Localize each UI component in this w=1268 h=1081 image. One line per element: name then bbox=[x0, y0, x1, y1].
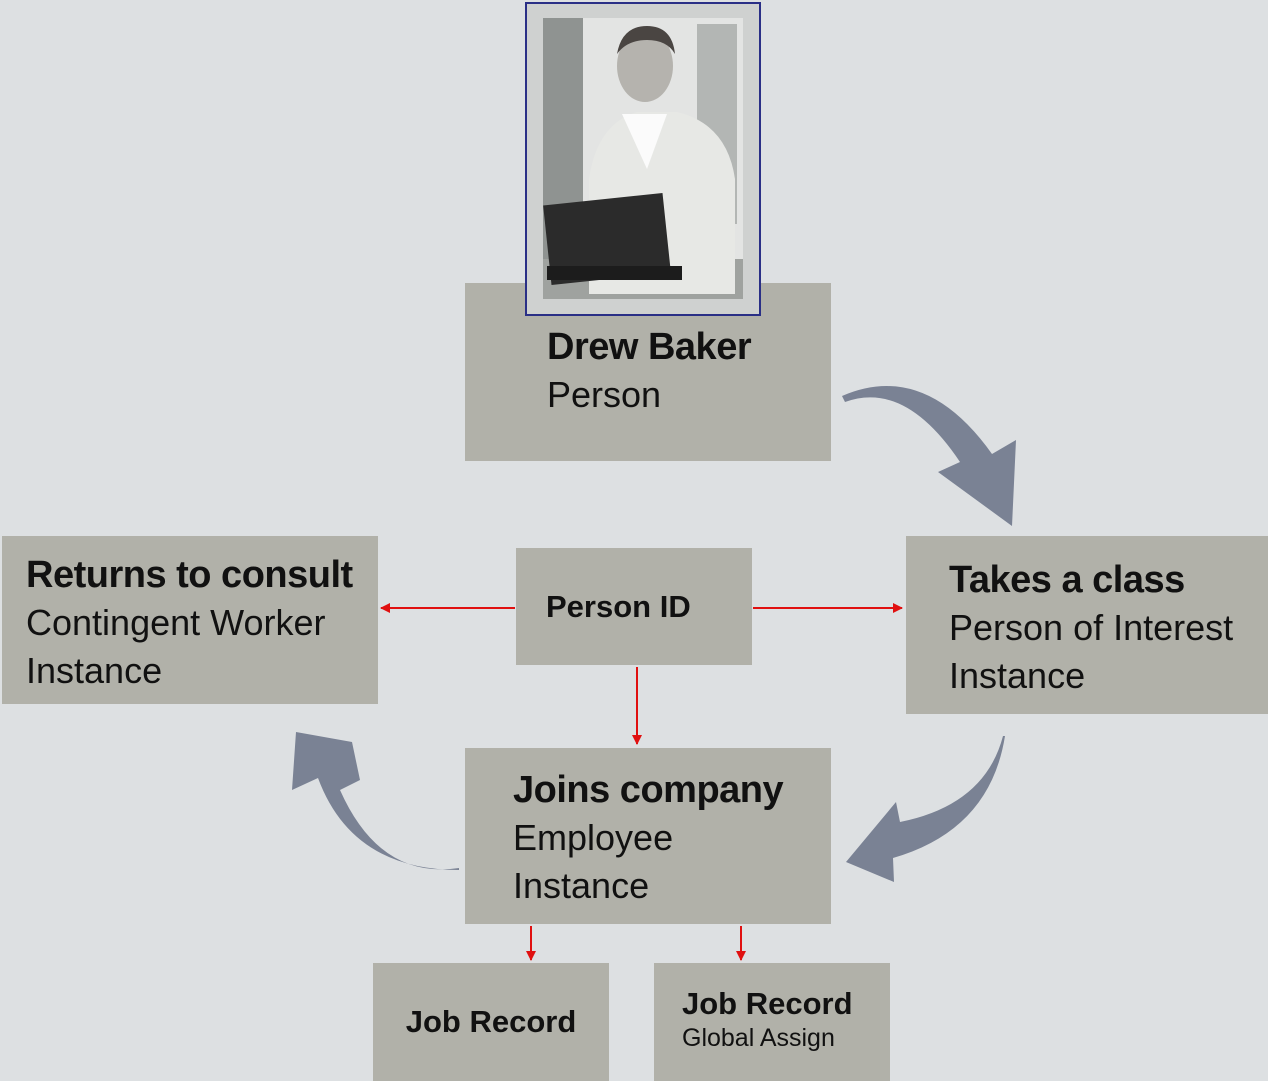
takes-class-title: Takes a class bbox=[949, 559, 1185, 601]
takes-class-subtitle-line1: Person of Interest bbox=[949, 607, 1234, 648]
takes-class-subtitle-line2: Instance bbox=[949, 655, 1086, 696]
curved-arrow-employee-to-consult bbox=[292, 732, 459, 870]
person-type: Person bbox=[547, 374, 662, 415]
job-record-global-node: Job Record Global Assign bbox=[654, 963, 890, 1081]
joins-subtitle-line2: Instance bbox=[513, 865, 650, 906]
joins-subtitle-line1: Employee bbox=[513, 817, 674, 858]
consult-title: Returns to consult bbox=[26, 554, 353, 596]
person-photo bbox=[525, 2, 761, 316]
curved-arrow-class-to-employee bbox=[846, 736, 1005, 882]
job-record-node: Job Record bbox=[373, 963, 609, 1081]
job-global-title: Job Record bbox=[682, 986, 853, 1021]
employee-node: Joins company Employee Instance bbox=[465, 748, 831, 924]
person-id-label: Person ID bbox=[546, 588, 691, 624]
joins-title: Joins company bbox=[513, 769, 784, 811]
person-name: Drew Baker bbox=[547, 326, 752, 368]
person-id-node: Person ID bbox=[516, 548, 752, 665]
job-record-label: Job Record bbox=[405, 1004, 577, 1039]
curved-arrow-person-to-class bbox=[842, 386, 1016, 526]
consult-subtitle-line1: Contingent Worker bbox=[26, 602, 326, 643]
person-of-interest-node: Takes a class Person of Interest Instanc… bbox=[906, 536, 1268, 714]
job-global-subtitle: Global Assign bbox=[682, 1024, 835, 1052]
contingent-worker-node: Returns to consult Contingent Worker Ins… bbox=[2, 536, 378, 704]
consult-subtitle-line2: Instance bbox=[26, 650, 163, 691]
